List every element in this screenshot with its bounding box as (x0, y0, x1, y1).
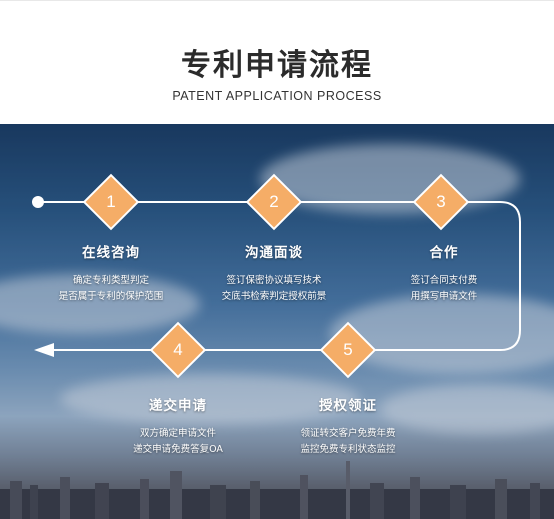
flow-path (32, 173, 521, 379)
step-description: 用撰写申请文件 (410, 291, 478, 302)
step-description: 领证转交客户免费年费 (300, 428, 396, 439)
step-description: 交底书检索判定授权前景 (221, 291, 327, 302)
step-description: 签订合同支付费 (410, 275, 478, 286)
flow-arrow-head (34, 343, 54, 357)
step-2: 沟通面谈 签订保密协议填写技术 交底书检索判定授权前景 (194, 241, 354, 305)
step-description: 递交申请免费答复OA (133, 444, 223, 455)
step-4-diamond (149, 321, 207, 379)
page-subtitle: PATENT APPLICATION PROCESS (172, 89, 382, 103)
step-name: 沟通面谈 (245, 245, 303, 261)
process-panel: 1 2 3 4 5 在线咨询 确定专利类型判定 是否属于专利的保护范围 沟通面谈… (0, 124, 554, 519)
step-description: 确定专利类型判定 (72, 275, 149, 286)
page-title: 专利申请流程 (181, 48, 373, 83)
step-number: 5 (343, 340, 353, 359)
step-5-diamond (319, 321, 377, 379)
step-1-diamond (82, 173, 140, 231)
step-name: 在线咨询 (82, 245, 140, 261)
cloud-decoration (60, 374, 360, 424)
cloud-decoration (380, 384, 554, 434)
step-name: 授权领证 (319, 398, 377, 414)
step-3: 合作 签订合同支付费 用撰写申请文件 (364, 241, 524, 305)
cloud-decoration (330, 294, 554, 374)
step-name: 合作 (429, 245, 459, 261)
step-number: 2 (269, 192, 279, 211)
step-description: 监控免费专利状态监控 (300, 444, 396, 455)
flow-line (38, 201, 521, 351)
step-description: 签订保密协议填写技术 (226, 275, 322, 286)
cloud-decoration (0, 274, 200, 334)
city-skyline (0, 461, 554, 519)
step-number: 1 (106, 192, 116, 211)
step-5: 授权领证 领证转交客户免费年费 监控免费专利状态监控 (268, 394, 428, 458)
step-2-diamond (245, 173, 303, 231)
step-description: 双方确定申请文件 (139, 428, 216, 439)
step-4: 递交申请 双方确定申请文件 递交申请免费答复OA (98, 394, 258, 458)
flow-start-dot (32, 196, 44, 208)
step-number: 4 (173, 340, 183, 359)
step-1: 在线咨询 确定专利类型判定 是否属于专利的保护范围 (31, 241, 191, 305)
step-name: 递交申请 (149, 398, 207, 414)
step-number: 3 (436, 192, 446, 211)
step-3-diamond (412, 173, 470, 231)
top-divider (0, 0, 554, 1)
step-description: 是否属于专利的保护范围 (58, 291, 164, 302)
header: 专利申请流程 PATENT APPLICATION PROCESS (0, 0, 554, 124)
